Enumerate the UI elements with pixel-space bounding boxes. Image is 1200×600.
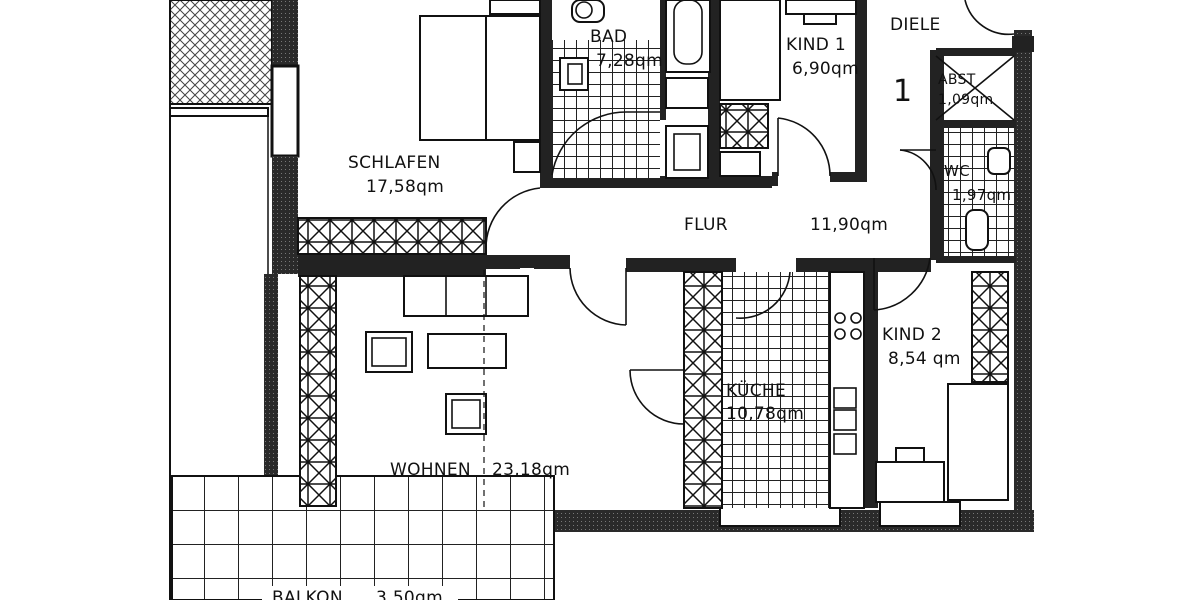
bad-name: BAD xyxy=(590,27,627,47)
interior-walls xyxy=(298,0,1016,516)
kueche-name: KÜCHE xyxy=(726,379,786,401)
diele-features xyxy=(899,0,1015,251)
schlafen-area: 17,58qm xyxy=(366,177,444,197)
schlafen-name: SCHLAFEN xyxy=(348,153,441,173)
balkon-area: 3,50qm xyxy=(376,588,443,600)
kind1-area: 6,90qm xyxy=(792,59,859,79)
bad-area: 7,28qm xyxy=(596,51,663,71)
kitchen-furniture xyxy=(629,271,865,509)
flur-doors xyxy=(569,257,931,326)
kind2-name: KIND 2 xyxy=(882,325,942,345)
flur-area: 11,90qm xyxy=(810,215,888,235)
flur-name: FLUR xyxy=(684,215,728,235)
apartment-number: 1 xyxy=(893,74,912,109)
diele-name: DIELE xyxy=(890,15,941,35)
kind2-area: 8,54 qm xyxy=(888,349,961,369)
balkon-tiles xyxy=(171,475,555,600)
balkon-name: BALKON xyxy=(272,588,343,600)
bathroom-fixtures xyxy=(551,0,711,179)
kueche-tiles xyxy=(722,272,830,508)
wc-name: WC xyxy=(944,162,970,180)
exterior-left xyxy=(169,0,283,600)
kueche-area: 10,78qm xyxy=(726,404,804,424)
kind1-name: KIND 1 xyxy=(786,35,846,55)
kind1-furniture xyxy=(719,0,857,177)
living-furniture xyxy=(299,270,529,510)
kind2-furniture xyxy=(875,271,1009,503)
wohnen-area: 23,18qm xyxy=(492,460,570,480)
abst-name: ABST xyxy=(938,72,976,88)
wc-area: 1,97qm xyxy=(952,186,1011,204)
abst-area: 1,09qm xyxy=(938,92,994,108)
wohnen-name: WOHNEN xyxy=(390,460,471,480)
bedroom-furniture xyxy=(297,0,541,255)
